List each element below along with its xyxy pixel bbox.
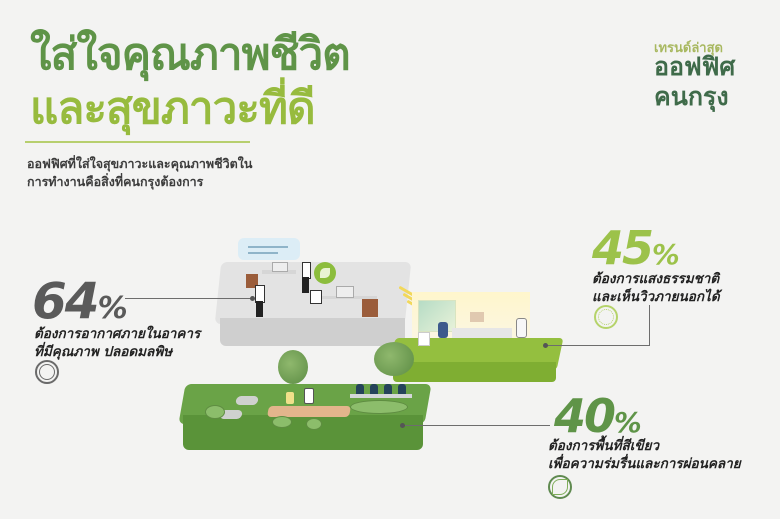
leaf-shape [320, 268, 330, 278]
seated-person [516, 318, 527, 338]
shelf [470, 312, 484, 322]
stat-value: 45% [592, 221, 680, 275]
person-legs [256, 301, 263, 317]
monitor [336, 286, 354, 298]
tree [278, 350, 308, 384]
connector-line [545, 345, 650, 346]
outdoor-chair [370, 384, 378, 394]
air-flow-line [248, 252, 278, 254]
subtitle-line2: การทำงานคือสิ่งที่คนกรุงต้องการ [27, 174, 204, 189]
bush [272, 416, 292, 428]
trend-title-line1: ออฟฟิศ [654, 52, 736, 81]
cabinet [246, 274, 258, 288]
trend-title-line2: คนกรุง [654, 82, 729, 111]
seated-person [438, 322, 448, 338]
light-green-platform-side [393, 362, 556, 382]
stat-description: ต้องการพื้นที่สีเขียว เพื่อความร่มรื่นแล… [548, 438, 741, 472]
person-legs [302, 277, 309, 293]
stat-description: ต้องการอากาศภายในอาคาร ที่มีคุณภาพ ปลอดม… [34, 326, 201, 360]
page-title-line2: และสุขภาวะที่ดี [30, 83, 316, 134]
connector-line [125, 298, 251, 299]
grey-platform-side [220, 318, 405, 346]
window [418, 300, 456, 332]
tree [374, 342, 414, 376]
air-flow-line [248, 246, 288, 248]
hedge [350, 400, 408, 414]
title-divider [25, 141, 250, 143]
connector-dot [543, 343, 548, 348]
leaf-icon [548, 475, 572, 499]
outdoor-chair [356, 384, 364, 394]
seated-person [286, 392, 294, 404]
bench-counter [350, 394, 412, 398]
stat-value: 64% [32, 272, 128, 330]
connector-dot [250, 296, 255, 301]
page-title-line1: ใส่ใจคุณภาพชีวิต [30, 29, 351, 80]
subtitle-line1: ออฟฟิศที่ใส่ใจสุขภาวะและคุณภาพชีวิตใน [27, 156, 253, 171]
stepping-stone [235, 396, 259, 405]
trend-title: ออฟฟิศ คนกรุง [654, 52, 735, 112]
connector-line [402, 425, 550, 426]
outdoor-chair [398, 384, 406, 394]
dark-green-platform-side [183, 415, 423, 450]
monitor [272, 262, 288, 272]
stat-value: 40% [554, 389, 642, 443]
bush [205, 405, 225, 419]
trend-label: เทรนด์ล่าสุด [654, 41, 723, 56]
stat-description: ต้องการแสงธรรมชาติ และเห็นวิวภายนอกได้ [592, 271, 720, 305]
connector-dot [400, 423, 405, 428]
page-subtitle: ออฟฟิศที่ใส่ใจสุขภาวะและคุณภาพชีวิตใน กา… [27, 155, 327, 191]
cabinet [362, 299, 378, 317]
outdoor-chair [384, 384, 392, 394]
air-flow-icon [238, 238, 300, 260]
seated-person [310, 290, 322, 304]
bush [306, 418, 322, 430]
connector-line [649, 305, 650, 345]
seated-person [304, 388, 314, 404]
sun-icon [594, 305, 618, 329]
desk [262, 270, 296, 274]
air-quality-icon [35, 360, 59, 384]
meeting-table [452, 328, 512, 338]
plant-pot [418, 332, 430, 346]
